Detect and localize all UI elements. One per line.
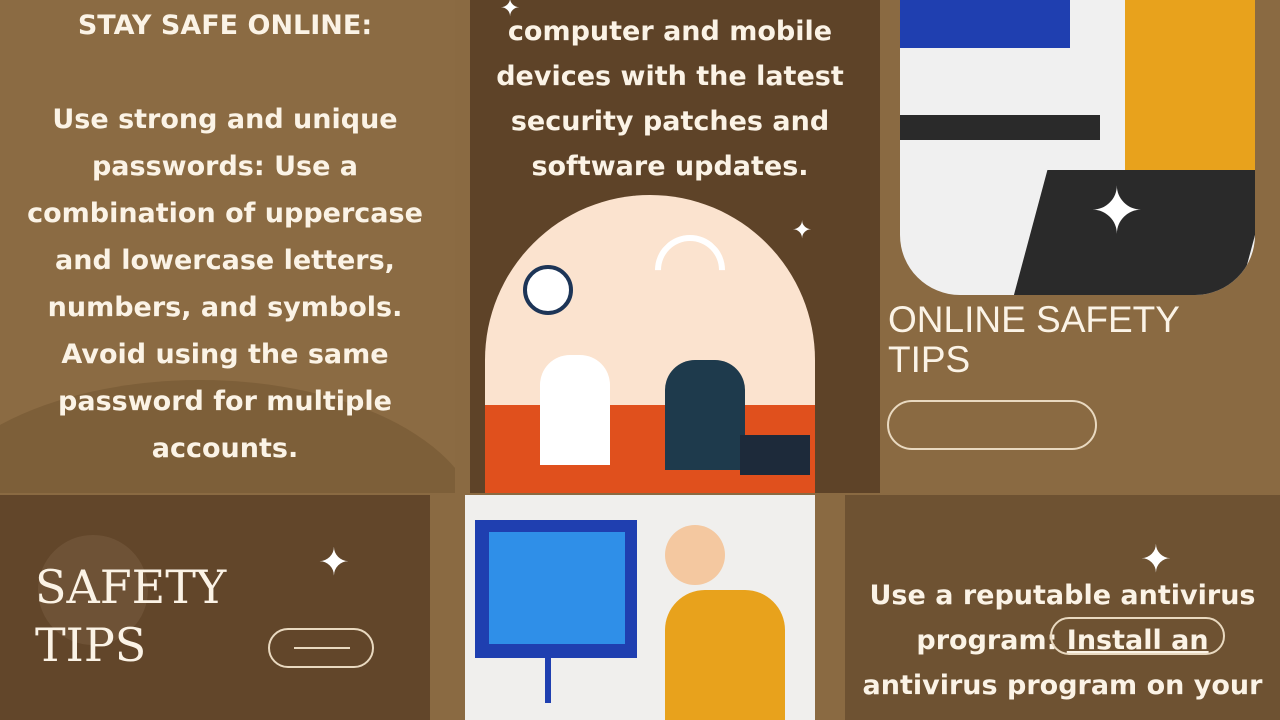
arrow-button[interactable] xyxy=(268,628,374,668)
section-title: ONLINE SAFETY TIPS xyxy=(888,299,1180,380)
panel-top-left: STAY SAFE ONLINE: Use strong and unique … xyxy=(0,0,455,493)
monitor xyxy=(900,0,1070,48)
panel-top-middle: ✦ ✦ computer and mobile devices with the… xyxy=(470,0,880,493)
sparkle-icon: ✦ xyxy=(792,216,813,244)
sparkle-icon: ✦ xyxy=(318,540,350,584)
laptop-icon xyxy=(740,435,810,475)
panel-top-right: ✦ ONLINE SAFETY TIPS xyxy=(880,0,1280,493)
tip-text-end: antivirus program on your xyxy=(862,670,1263,701)
sparkle-icon: ✦ xyxy=(1140,537,1172,581)
antivirus-tip: Use a reputable antivirus program: Insta… xyxy=(860,573,1265,708)
monitor xyxy=(475,520,637,658)
clock-icon xyxy=(523,265,573,315)
computer-user-illustration xyxy=(900,0,1255,295)
title-line-1: SAFETY xyxy=(35,560,227,614)
family-illustration xyxy=(485,195,815,493)
title-line-2: TIPS xyxy=(35,618,147,672)
tip-link[interactable]: Install an xyxy=(1066,625,1209,656)
learn-more-button[interactable] xyxy=(887,400,1097,450)
sparkle-icon: ✦ xyxy=(1090,175,1144,249)
panel-bottom-left: ✦ SAFETY TIPS xyxy=(0,495,430,720)
panel-bottom-right: ✦ Use a reputable antivirus program: Ins… xyxy=(845,495,1280,720)
arrow-right-icon xyxy=(294,647,350,649)
updates-tip: computer and mobile devices with the lat… xyxy=(496,16,844,182)
panel-bottom-middle xyxy=(430,495,845,720)
computer-illustration xyxy=(465,495,815,720)
password-tip: Use strong and unique passwords: Use a c… xyxy=(27,104,423,464)
sparkle-icon: ✦ xyxy=(500,0,521,22)
pill-outline[interactable] xyxy=(1050,617,1225,655)
tip-text-start: Use a reputable antivirus program: xyxy=(869,580,1256,656)
heading: STAY SAFE ONLINE: xyxy=(77,10,373,41)
wifi-icon xyxy=(640,220,740,320)
